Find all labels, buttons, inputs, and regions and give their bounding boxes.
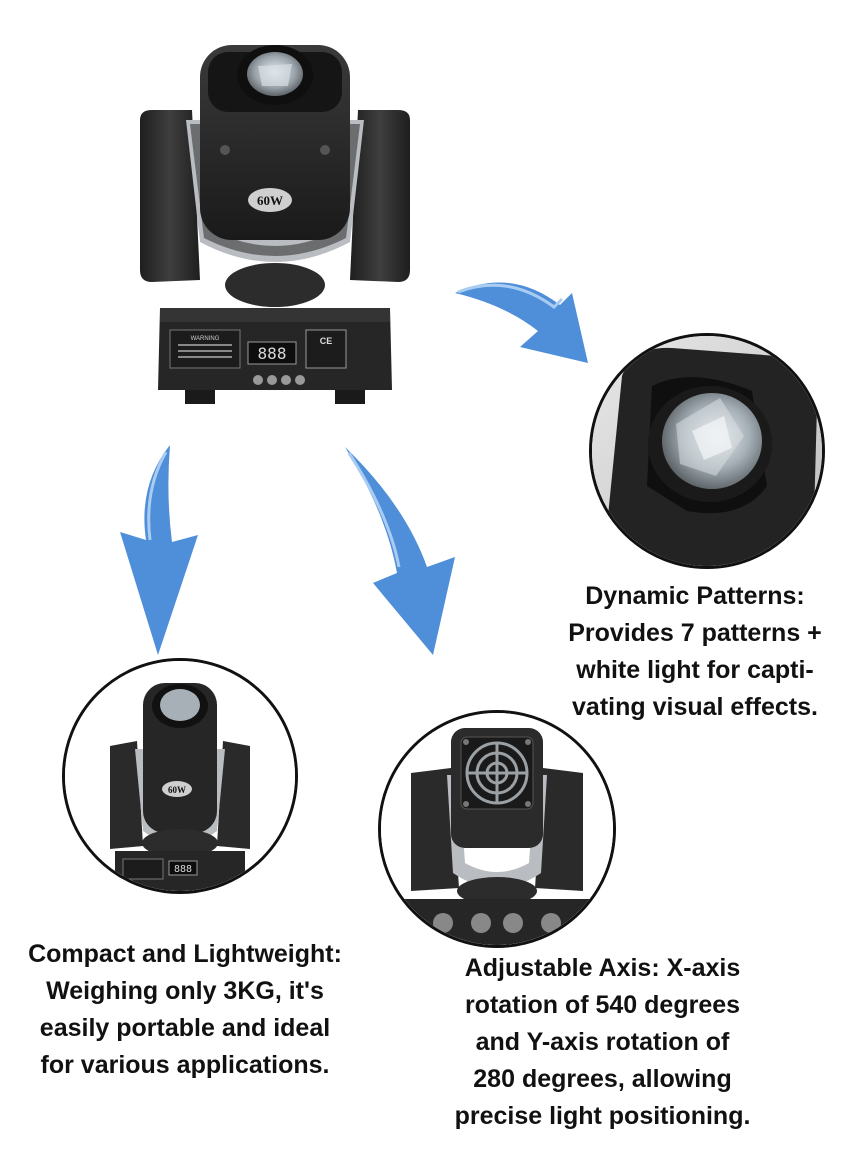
main-product-image: 60W WARNING 888 CE — [130, 20, 420, 415]
axis-caption-line: rotation of 540 degrees — [464, 991, 741, 1019]
svg-text:60W: 60W — [168, 785, 186, 795]
patterns-caption: Dynamic Patterns: Provides 7 patterns + … — [540, 578, 850, 726]
patterns-caption-line: Provides 7 patterns + — [568, 619, 822, 647]
axis-closeup — [378, 710, 616, 948]
svg-text:888: 888 — [258, 344, 287, 363]
curved-arrow-icon — [110, 440, 205, 660]
compact-caption: Compact and Lightweight: Weighing only 3… — [0, 936, 370, 1084]
fan-grill-icon — [465, 741, 529, 805]
compact-caption-line: Compact and Lightweight: — [28, 940, 342, 968]
compact-closeup: 60W 888 — [62, 658, 298, 894]
patterns-caption-line: white light for capti- — [576, 656, 814, 684]
panel-cert: CE — [320, 336, 333, 346]
compact-caption-line: Weighing only 3KG, it's — [46, 977, 324, 1005]
axis-caption-line: 280 degrees, allowing — [473, 1065, 732, 1093]
svg-text:888: 888 — [174, 864, 192, 875]
patterns-closeup — [589, 333, 825, 569]
axis-caption: Adjustable Axis: X-axis rotation of 540 … — [425, 950, 780, 1135]
axis-caption-line: Adjustable Axis: X-axis — [464, 954, 741, 982]
patterns-caption-line: Dynamic Patterns: — [585, 582, 805, 610]
compact-caption-line: easily portable and ideal — [39, 1014, 331, 1042]
patterns-caption-line: vating visual effects. — [572, 693, 818, 721]
curved-arrow-icon — [450, 265, 600, 370]
panel-warning: WARNING — [191, 336, 220, 342]
axis-caption-line: and Y-axis rotation of — [475, 1028, 730, 1056]
curved-arrow-icon — [335, 445, 465, 660]
compact-caption-line: for various applications. — [40, 1051, 330, 1079]
power-badge: 60W — [257, 193, 283, 208]
axis-caption-line: precise light positioning. — [454, 1102, 751, 1130]
